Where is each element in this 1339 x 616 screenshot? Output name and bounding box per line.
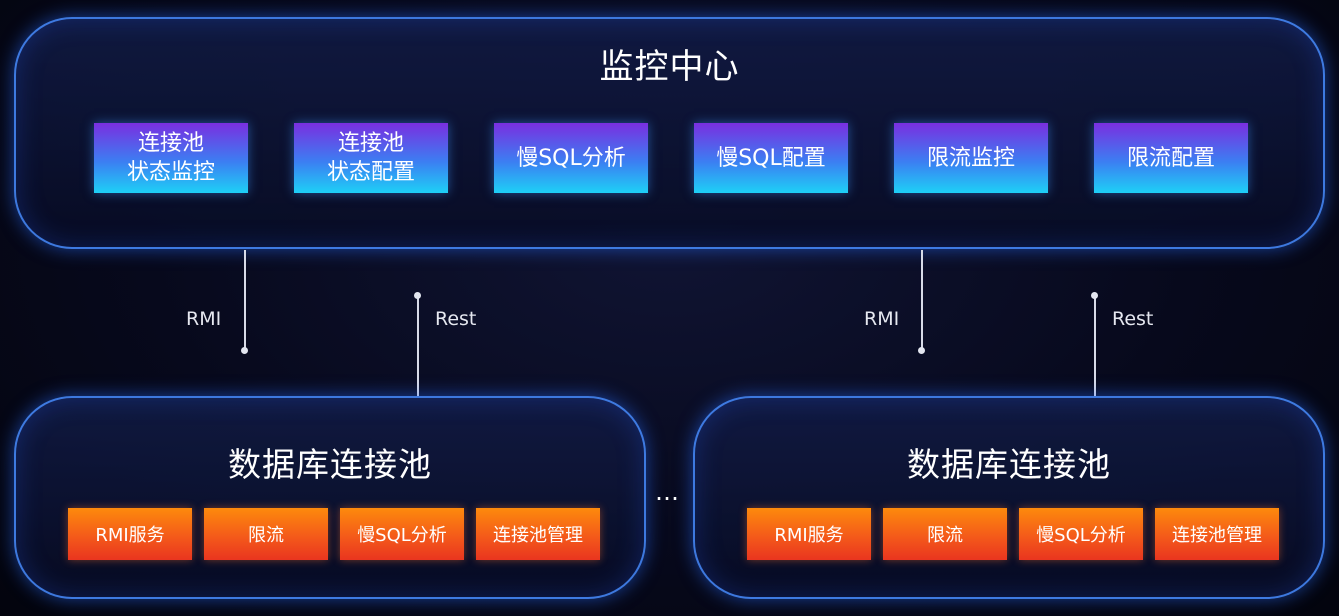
pool-module-rmi-service: RMI服务 xyxy=(747,508,871,560)
left-rest-endpoint xyxy=(414,292,421,299)
module-rate-limit-config: 限流配置 xyxy=(1094,123,1248,193)
pool-module-rate-limit: 限流 xyxy=(883,508,1007,560)
right-rmi-line xyxy=(921,250,923,351)
connection-pool-panel-left: 数据库连接池 RMI服务 限流 慢SQL分析 连接池管理 xyxy=(14,396,646,599)
module-rate-limit-monitor: 限流监控 xyxy=(894,123,1048,193)
left-rmi-label: RMI xyxy=(186,308,222,330)
left-rest-label: Rest xyxy=(435,308,477,330)
connection-pool-title: 数据库连接池 xyxy=(907,445,1111,484)
right-rmi-label: RMI xyxy=(864,308,900,330)
right-rmi-endpoint xyxy=(918,347,925,354)
pool-module-rate-limit: 限流 xyxy=(204,508,328,560)
connection-pool-panel-right: 数据库连接池 RMI服务 限流 慢SQL分析 连接池管理 xyxy=(693,396,1325,599)
pool-module-slow-sql: 慢SQL分析 xyxy=(340,508,464,560)
more-pools-ellipsis: … xyxy=(655,478,680,506)
left-rmi-line xyxy=(244,250,246,351)
module-pool-status-monitor: 连接池 状态监控 xyxy=(94,123,248,193)
left-rmi-endpoint xyxy=(241,347,248,354)
monitor-center-panel: 监控中心 连接池 状态监控 连接池 状态配置 慢SQL分析 慢SQL配置 限流监… xyxy=(14,17,1325,249)
connection-pool-title: 数据库连接池 xyxy=(228,445,432,484)
module-pool-status-config: 连接池 状态配置 xyxy=(294,123,448,193)
pool-module-pool-management: 连接池管理 xyxy=(476,508,600,560)
pool-module-slow-sql: 慢SQL分析 xyxy=(1019,508,1143,560)
left-rest-line xyxy=(417,296,419,396)
right-rest-endpoint xyxy=(1091,292,1098,299)
right-rest-line xyxy=(1094,296,1096,396)
module-slow-sql-analysis: 慢SQL分析 xyxy=(494,123,648,193)
monitor-center-title: 监控中心 xyxy=(599,47,740,87)
module-slow-sql-config: 慢SQL配置 xyxy=(694,123,848,193)
pool-module-pool-management: 连接池管理 xyxy=(1155,508,1279,560)
right-rest-label: Rest xyxy=(1112,308,1154,330)
pool-module-rmi-service: RMI服务 xyxy=(68,508,192,560)
